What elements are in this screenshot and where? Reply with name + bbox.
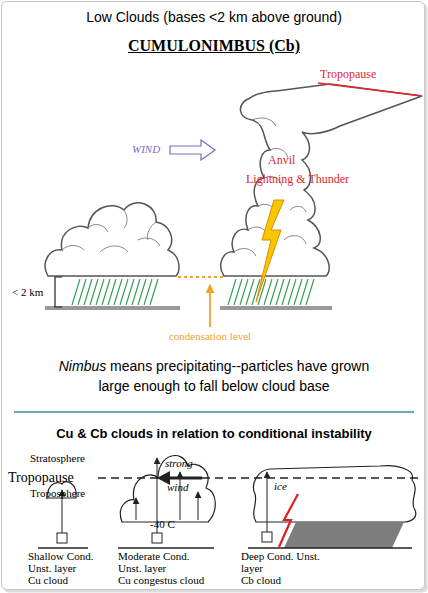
text-line: Stratosphere bbox=[30, 452, 85, 464]
anvil-label: Anvil bbox=[268, 153, 295, 167]
tropopause-line bbox=[98, 477, 422, 479]
ground bbox=[118, 547, 214, 549]
cloud-caption: Shallow Cond. Unst. layer Cu cloud bbox=[28, 550, 93, 586]
text-line: layer bbox=[241, 562, 320, 574]
cloud-billows bbox=[62, 210, 160, 252]
cumulonimbus-cloud bbox=[253, 466, 415, 522]
text-line: Cu & Cb clouds in relation to conditiona… bbox=[56, 426, 372, 441]
nimbus-note: Nimbus means precipitating--particles ha… bbox=[0, 356, 428, 396]
condensation-line bbox=[178, 276, 224, 278]
wind-label: strong bbox=[165, 457, 193, 470]
air-parcel bbox=[152, 533, 162, 543]
air-parcel bbox=[57, 533, 67, 543]
lightning-bolt bbox=[256, 200, 284, 302]
layer-label: Troposphere bbox=[30, 487, 85, 500]
text-line: Cu cloud bbox=[28, 574, 93, 586]
cloud-caption: Moderate Cond. Unst. layer Cu congestus … bbox=[118, 550, 204, 586]
layer-label: Stratosphere bbox=[30, 452, 85, 465]
updraft-arrow bbox=[267, 472, 268, 532]
text-line: CUMULONIMBUS (Cb) bbox=[128, 37, 300, 54]
text-line: ice bbox=[274, 480, 287, 492]
wind-label: WIND bbox=[132, 143, 160, 156]
text-line: Low Clouds (bases <2 km above ground) bbox=[86, 9, 342, 25]
condensation-arrow bbox=[209, 285, 211, 327]
wind-arrow bbox=[170, 140, 215, 160]
text-line: wind bbox=[167, 481, 188, 493]
air-parcel bbox=[262, 532, 272, 542]
text-line: strong bbox=[165, 457, 193, 469]
cloud-caption: Deep Cond. Unst. layer Cb cloud bbox=[241, 550, 320, 586]
ground bbox=[38, 547, 88, 549]
updraft-arrow bbox=[198, 492, 199, 520]
text-run: means precipitating--particles have grow… bbox=[106, 358, 369, 374]
ground bbox=[45, 306, 180, 310]
section-heading: Cu & Cb clouds in relation to conditiona… bbox=[0, 426, 428, 442]
lightning-bolt bbox=[279, 494, 298, 547]
text-line: Cu congestus cloud bbox=[118, 574, 204, 586]
text-line: Cb cloud bbox=[241, 574, 320, 586]
text-line: WIND bbox=[132, 143, 160, 155]
text-line: Moderate Cond. bbox=[118, 550, 204, 562]
wind-label: wind bbox=[167, 481, 188, 494]
temperature-label: -40 C bbox=[150, 518, 175, 531]
card bbox=[2, 2, 425, 590]
cumulonimbus-cloud bbox=[221, 84, 422, 276]
page-title: Low Clouds (bases <2 km above ground) bbox=[0, 9, 428, 26]
divider bbox=[14, 411, 414, 413]
ice-label: ice bbox=[274, 480, 287, 493]
precipitation-shade bbox=[284, 522, 404, 548]
rain-streaks bbox=[72, 279, 158, 305]
text-line: large enough to fall below cloud base bbox=[0, 376, 428, 396]
text-line: condensation level bbox=[169, 330, 251, 342]
ground bbox=[248, 547, 412, 549]
updraft-arrow bbox=[136, 498, 137, 520]
text-line: Troposphere bbox=[30, 487, 85, 499]
tropopause-line bbox=[318, 83, 422, 96]
rain-streaks bbox=[228, 279, 314, 305]
text-line: -40 C bbox=[150, 518, 175, 530]
text-line: Unst. layer bbox=[118, 562, 204, 574]
text-line: Tropopause bbox=[8, 470, 74, 485]
height-bracket bbox=[55, 277, 62, 307]
cumulus-cloud bbox=[45, 203, 179, 276]
text-line: Lightning & Thunder bbox=[246, 172, 349, 186]
text-line: < 2 km bbox=[12, 286, 43, 298]
condensation-label: condensation level bbox=[150, 330, 270, 343]
text-line: Anvil bbox=[268, 153, 295, 167]
text-line: Unst. layer bbox=[28, 562, 93, 574]
height-label: < 2 km bbox=[12, 286, 43, 299]
text-line: Tropopause bbox=[320, 67, 376, 81]
italic-word: Nimbus bbox=[59, 358, 106, 374]
text-line: Nimbus means precipitating--particles ha… bbox=[0, 356, 428, 376]
text-line: Deep Cond. Unst. bbox=[241, 550, 320, 562]
cumulus-congestus-cloud bbox=[120, 456, 215, 522]
ground bbox=[220, 306, 332, 310]
tropopause-label: Tropopause bbox=[320, 67, 376, 81]
text-line: Shallow Cond. bbox=[28, 550, 93, 562]
tropopause-label: Tropopause bbox=[8, 469, 74, 486]
cloud-type-heading: CUMULONIMBUS (Cb) bbox=[0, 36, 428, 55]
wind-arrow bbox=[168, 477, 202, 480]
lightning-label: Lightning & Thunder bbox=[246, 172, 349, 186]
